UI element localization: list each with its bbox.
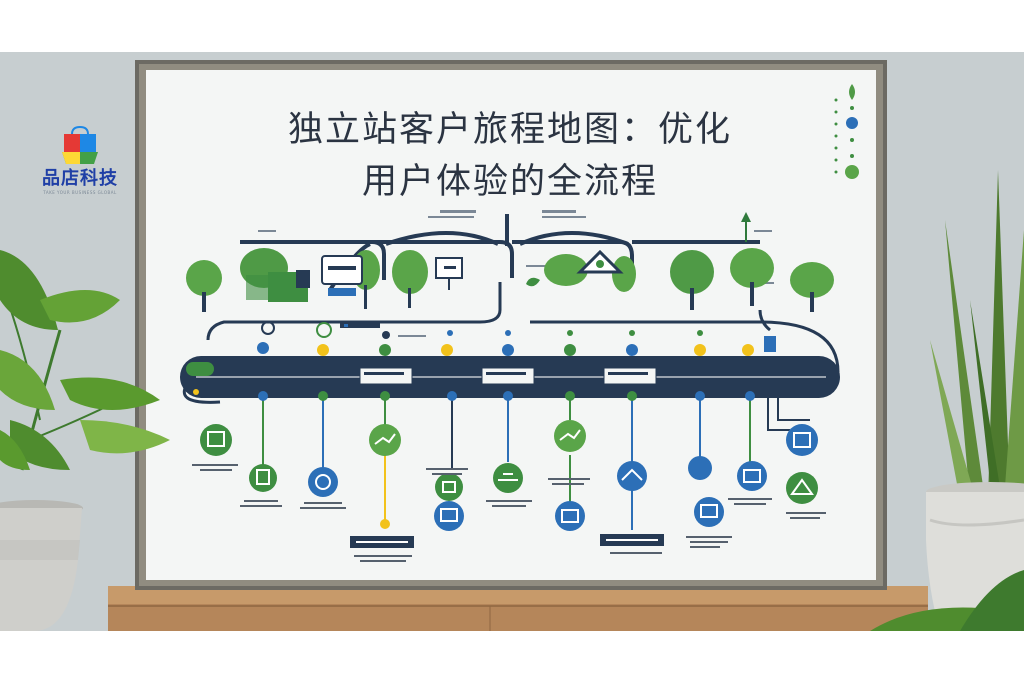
poster-title-line-2: 用户体验的全流程: [361, 162, 658, 202]
upper-roads: [240, 214, 760, 292]
right-plant: [930, 170, 1024, 500]
left-plant: [0, 250, 170, 471]
caption-bars: [192, 464, 826, 562]
drop-lines: [262, 398, 810, 530]
decorative-dots: [834, 84, 859, 179]
lower-icons: [200, 420, 818, 531]
poster-title: 独立站客户旅程地图：优化 用户体验的全流程: [220, 104, 800, 208]
right-foliage: [870, 570, 1024, 631]
track-nodes-top: [257, 321, 776, 356]
brand-name: 品店科技: [42, 168, 118, 189]
poster-title-line-1: 独立站客户旅程地图：优化: [287, 110, 732, 150]
main-track: [180, 356, 840, 398]
upper-signs: [268, 249, 624, 302]
poster-board: [146, 70, 876, 580]
track-nodes-bottom: [258, 391, 755, 401]
left-pot: [0, 500, 83, 631]
brand-tagline: TAKE YOUR BUSINESS GLOBAL: [43, 190, 117, 195]
sideboard: [108, 586, 928, 631]
brand-watermark: 品店科技 TAKE YOUR BUSINESS GLOBAL: [40, 126, 120, 195]
trees: [186, 248, 834, 312]
label-plates: [350, 534, 664, 548]
shopping-bag-icon: [62, 126, 98, 164]
